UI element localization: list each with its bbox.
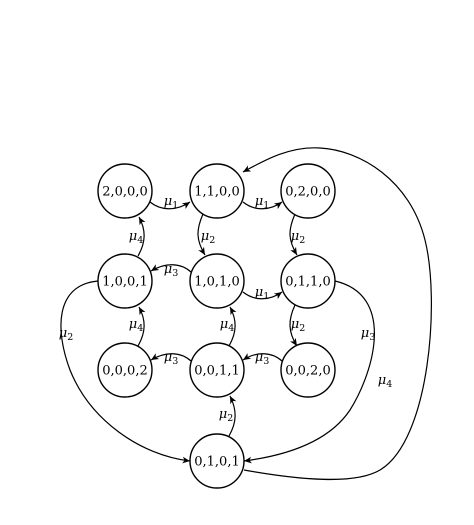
edge-label: μ1 <box>164 194 179 211</box>
state-label: 1,0,0,1 <box>102 275 147 290</box>
edge-arrow <box>243 280 375 464</box>
state-node-n0110: 0,1,1,0 <box>280 253 336 309</box>
state-node-n0101: 0,1,0,1 <box>189 433 245 489</box>
state-circle <box>97 253 153 309</box>
state-label: 0,1,0,1 <box>194 455 239 470</box>
state-label: 0,2,0,0 <box>285 185 330 200</box>
edge-label: μ3 <box>164 262 179 279</box>
edge-label: μ2 <box>201 229 216 246</box>
edge-arrow <box>149 201 191 210</box>
edge-label: μ2 <box>291 317 306 334</box>
state-node-n0002: 0,0,0,2 <box>97 342 153 398</box>
state-circle <box>280 342 336 398</box>
edge-label: μ4 <box>220 317 235 334</box>
edge-n1100-to-n0200: μ1 <box>242 194 283 211</box>
edge-label: μ3 <box>361 326 376 343</box>
state-label: 2,0,0,0 <box>102 185 147 200</box>
edge-label: μ4 <box>129 317 144 334</box>
edge-arrow <box>242 147 432 481</box>
edge-arrow <box>289 213 298 256</box>
edge-arrow <box>228 306 237 347</box>
edge-n1100-to-n1010: μ2 <box>197 213 216 256</box>
edge-n0200-to-n0110: μ2 <box>289 213 306 256</box>
edge-label: μ3 <box>255 350 270 367</box>
state-node-n1010: 1,0,1,0 <box>189 253 245 309</box>
edge-n1001-to-n0101: μ2 <box>59 280 191 464</box>
nodes: 2,0,0,0 1,1,0,0 0,2,0,0 1,0,0,1 1,0,1,0 0,1,1… <box>97 163 336 489</box>
state-circle <box>97 342 153 398</box>
edge-n0002-to-n1001: μ4 <box>129 306 146 347</box>
state-circle <box>189 253 245 309</box>
state-node-n0020: 0,0,2,0 <box>280 342 336 398</box>
state-label: 0,0,2,0 <box>285 364 330 379</box>
edge-label: μ4 <box>378 373 393 390</box>
state-label: 1,1,0,0 <box>194 185 239 200</box>
state-label: 1,0,1,0 <box>194 275 239 290</box>
edge-n0101-to-n0011: μ2 <box>219 395 237 437</box>
edge-n0011-to-n0002: μ3 <box>150 350 192 367</box>
edge-arrow <box>242 353 283 362</box>
edge-n0101-to-n1100: μ4 <box>242 147 432 481</box>
edge-arrow <box>150 264 192 273</box>
edge-n2000-to-n1100: μ1 <box>149 194 191 211</box>
state-node-n0200: 0,2,0,0 <box>280 163 336 219</box>
edge-n1001-to-n2000: μ4 <box>129 216 146 257</box>
state-circle <box>97 163 153 219</box>
edge-label: μ2 <box>59 326 74 343</box>
edge-arrow <box>60 280 191 464</box>
edge-label: μ2 <box>291 229 306 246</box>
state-node-n1100: 1,1,0,0 <box>189 163 245 219</box>
state-label: 0,0,0,2 <box>102 364 147 379</box>
state-circle <box>280 163 336 219</box>
edge-arrow <box>242 291 283 300</box>
edge-label: μ3 <box>164 350 179 367</box>
edge-arrow <box>289 304 298 347</box>
edge-label: μ2 <box>219 407 234 424</box>
state-node-n1001: 1,0,0,1 <box>97 253 153 309</box>
edge-arrow <box>137 216 146 257</box>
edge-label: μ1 <box>255 285 270 302</box>
edges: μ1 μ1 μ2 μ2 μ4 μ3 μ1 μ4 μ4 μ2 μ3 μ3 μ2 μ2 μ3 μ4 <box>59 147 432 481</box>
edge-n1010-to-n1001: μ3 <box>150 262 192 279</box>
edge-arrow <box>228 395 237 437</box>
state-circle <box>189 342 245 398</box>
edge-n1010-to-n0110: μ1 <box>242 285 283 302</box>
edge-arrow <box>197 213 206 256</box>
state-node-n0011: 0,0,1,1 <box>189 342 245 398</box>
edge-n0020-to-n0011: μ3 <box>242 350 283 367</box>
edge-label: μ1 <box>255 194 270 211</box>
edge-arrow <box>150 353 192 362</box>
edge-arrow <box>137 306 146 347</box>
state-circle <box>189 433 245 489</box>
edge-label: μ4 <box>129 229 144 246</box>
edge-n0110-to-n0101: μ3 <box>243 280 376 464</box>
edge-n0011-to-n1010: μ4 <box>220 306 237 347</box>
edge-arrow <box>242 201 283 210</box>
state-label: 0,1,1,0 <box>285 275 330 290</box>
state-circle <box>189 163 245 219</box>
state-label: 0,0,1,1 <box>194 364 239 379</box>
state-circle <box>280 253 336 309</box>
state-node-n2000: 2,0,0,0 <box>97 163 153 219</box>
edge-n0110-to-n0020: μ2 <box>289 304 306 347</box>
